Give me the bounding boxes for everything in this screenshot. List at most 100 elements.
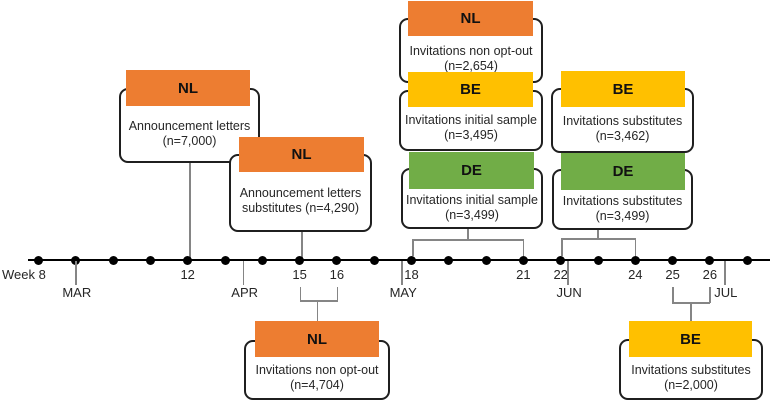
- month-label-mar: MAR: [62, 285, 92, 300]
- bracket-de-subs-right: [634, 238, 636, 256]
- week-label-25: 25: [665, 267, 680, 282]
- week-label-18: 18: [404, 267, 419, 282]
- bracket-nl-bottom-bar: [299, 300, 338, 302]
- bracket-nl-bottom-left: [299, 287, 301, 301]
- bracket-de-subs-stem: [597, 229, 599, 239]
- bracket-de-initial-left: [412, 239, 414, 256]
- week-label-24: 24: [628, 267, 643, 282]
- country-badge-nl: NL: [408, 1, 533, 36]
- box-line-2: (n=3,462): [595, 129, 650, 143]
- box-line-2: (n=3,499): [445, 208, 499, 222]
- country-code: NL: [307, 330, 327, 348]
- box-line-1: Announcement letters: [128, 119, 251, 133]
- timeline-dot-week-22: [556, 255, 566, 265]
- month-tick-may: [401, 261, 403, 285]
- bracket-de-initial-bar: [412, 239, 524, 241]
- box-line-2: (n=2,000): [664, 377, 718, 392]
- week-start-label: Week 8: [2, 267, 46, 282]
- month-tick-mar: [75, 261, 77, 285]
- month-tick-jun: [567, 261, 569, 285]
- timeline-dot-week-19: [444, 255, 454, 265]
- bracket-nl-bottom-stem: [316, 300, 318, 321]
- timeline-dot-week-8: [34, 255, 43, 265]
- week-label-26: 26: [702, 267, 718, 282]
- bracket-de-initial-stem: [467, 228, 469, 240]
- country-badge-nl: NL: [239, 137, 364, 172]
- timeline-dot-week-13: [220, 255, 230, 265]
- month-label-apr: APR: [231, 285, 259, 300]
- country-badge-be: BE: [629, 321, 752, 357]
- timeline-dot-week-20: [481, 255, 491, 265]
- box-nl-announcement-substitutes: Announcement letters substitutes (n=4,29…: [229, 154, 372, 232]
- timeline-dot-week-17: [369, 255, 379, 265]
- connector-week15-line: [301, 231, 303, 258]
- timeline-dot-week-23: [593, 255, 603, 265]
- timeline-dot-week-9: [71, 255, 81, 265]
- week-label-16: 16: [329, 267, 345, 282]
- box-line-1: Invitations initial sample: [404, 113, 537, 127]
- month-tick-apr: [242, 261, 245, 285]
- timeline-dot-week-10: [108, 255, 118, 265]
- box-label: Announcement letters (n=7,000): [122, 109, 257, 159]
- country-badge-de: DE: [409, 152, 534, 189]
- country-badge-de: DE: [561, 153, 685, 190]
- box-line-2: (n=4,704): [290, 377, 344, 392]
- week-label-12: 12: [180, 267, 195, 282]
- box-line-1: Invitations initial sample: [405, 193, 538, 207]
- country-badge-nl: NL: [126, 70, 250, 106]
- timeline-dot-week-14: [257, 255, 267, 265]
- bracket-nl-bottom-right: [336, 287, 338, 301]
- timeline-dot-week-21: [518, 255, 528, 265]
- month-label-jun: JUN: [556, 285, 582, 300]
- timeline-dot-week-16: [332, 255, 342, 265]
- box-line-1: Announcement letters: [239, 186, 362, 200]
- box-label: Invitations non opt-out (n=4,704): [247, 359, 387, 396]
- box-label: Invitations non opt-out (n=2,654): [402, 38, 540, 79]
- box-line-1: Invitations substitutes: [562, 194, 683, 208]
- country-code: DE: [612, 163, 634, 180]
- month-label-may: MAY: [389, 285, 417, 300]
- box-label: Invitations initial sample (n=3,499): [404, 191, 540, 225]
- week-label-21: 21: [516, 267, 531, 282]
- box-line-2: (n=3,495): [444, 128, 498, 142]
- timeline-dot-week-11: [145, 255, 155, 265]
- box-line-1: Invitations non opt-out: [255, 362, 379, 377]
- timeline-axis: [28, 259, 770, 261]
- country-code: DE: [461, 162, 482, 179]
- country-badge-nl: NL: [255, 321, 379, 357]
- country-code: NL: [291, 146, 312, 163]
- box-line-2: (n=2,654): [444, 58, 498, 73]
- timeline-dot-week-18: [407, 255, 416, 265]
- week-label-22: 22: [553, 267, 568, 282]
- country-code: BE: [680, 330, 701, 348]
- timeline-dot-week-12: [183, 255, 193, 265]
- bracket-de-subs-left: [561, 238, 563, 256]
- country-code: BE: [460, 81, 481, 98]
- box-line-2: (n=7,000): [162, 134, 217, 148]
- bracket-be-bottom-stem: [690, 302, 692, 321]
- country-badge-be: BE: [561, 71, 685, 107]
- box-label: Invitations initial sample (n=3,495): [402, 109, 540, 147]
- bracket-be-bottom-right: [709, 287, 711, 303]
- timeline-dot-week-26: [705, 255, 715, 265]
- timeline-dot-week-25: [668, 255, 678, 265]
- country-code: BE: [612, 80, 634, 98]
- timeline-dot-week-27: [742, 255, 752, 265]
- bracket-be-bottom-left: [672, 287, 674, 303]
- box-label: Invitations substitutes (n=3,462): [554, 109, 691, 149]
- month-tick-jul: [724, 261, 726, 285]
- country-code: NL: [460, 10, 481, 27]
- box-line-1: Invitations substitutes: [562, 114, 683, 128]
- timeline-dot-week-15: [295, 255, 305, 265]
- bracket-de-subs-bar: [561, 238, 636, 240]
- box-label: Invitations substitutes (n=3,499): [555, 192, 690, 226]
- box-line-2: substitutes (n=4,290): [241, 201, 360, 215]
- month-label-jul: JUL: [714, 285, 738, 300]
- country-code: NL: [178, 79, 198, 97]
- box-label: Invitations substitutes (n=2,000): [622, 359, 760, 396]
- timeline-dot-week-24: [630, 255, 640, 265]
- week-label-15: 15: [292, 267, 307, 282]
- box-line-1: Invitations substitutes: [631, 362, 751, 377]
- connector-week12-line: [189, 162, 191, 258]
